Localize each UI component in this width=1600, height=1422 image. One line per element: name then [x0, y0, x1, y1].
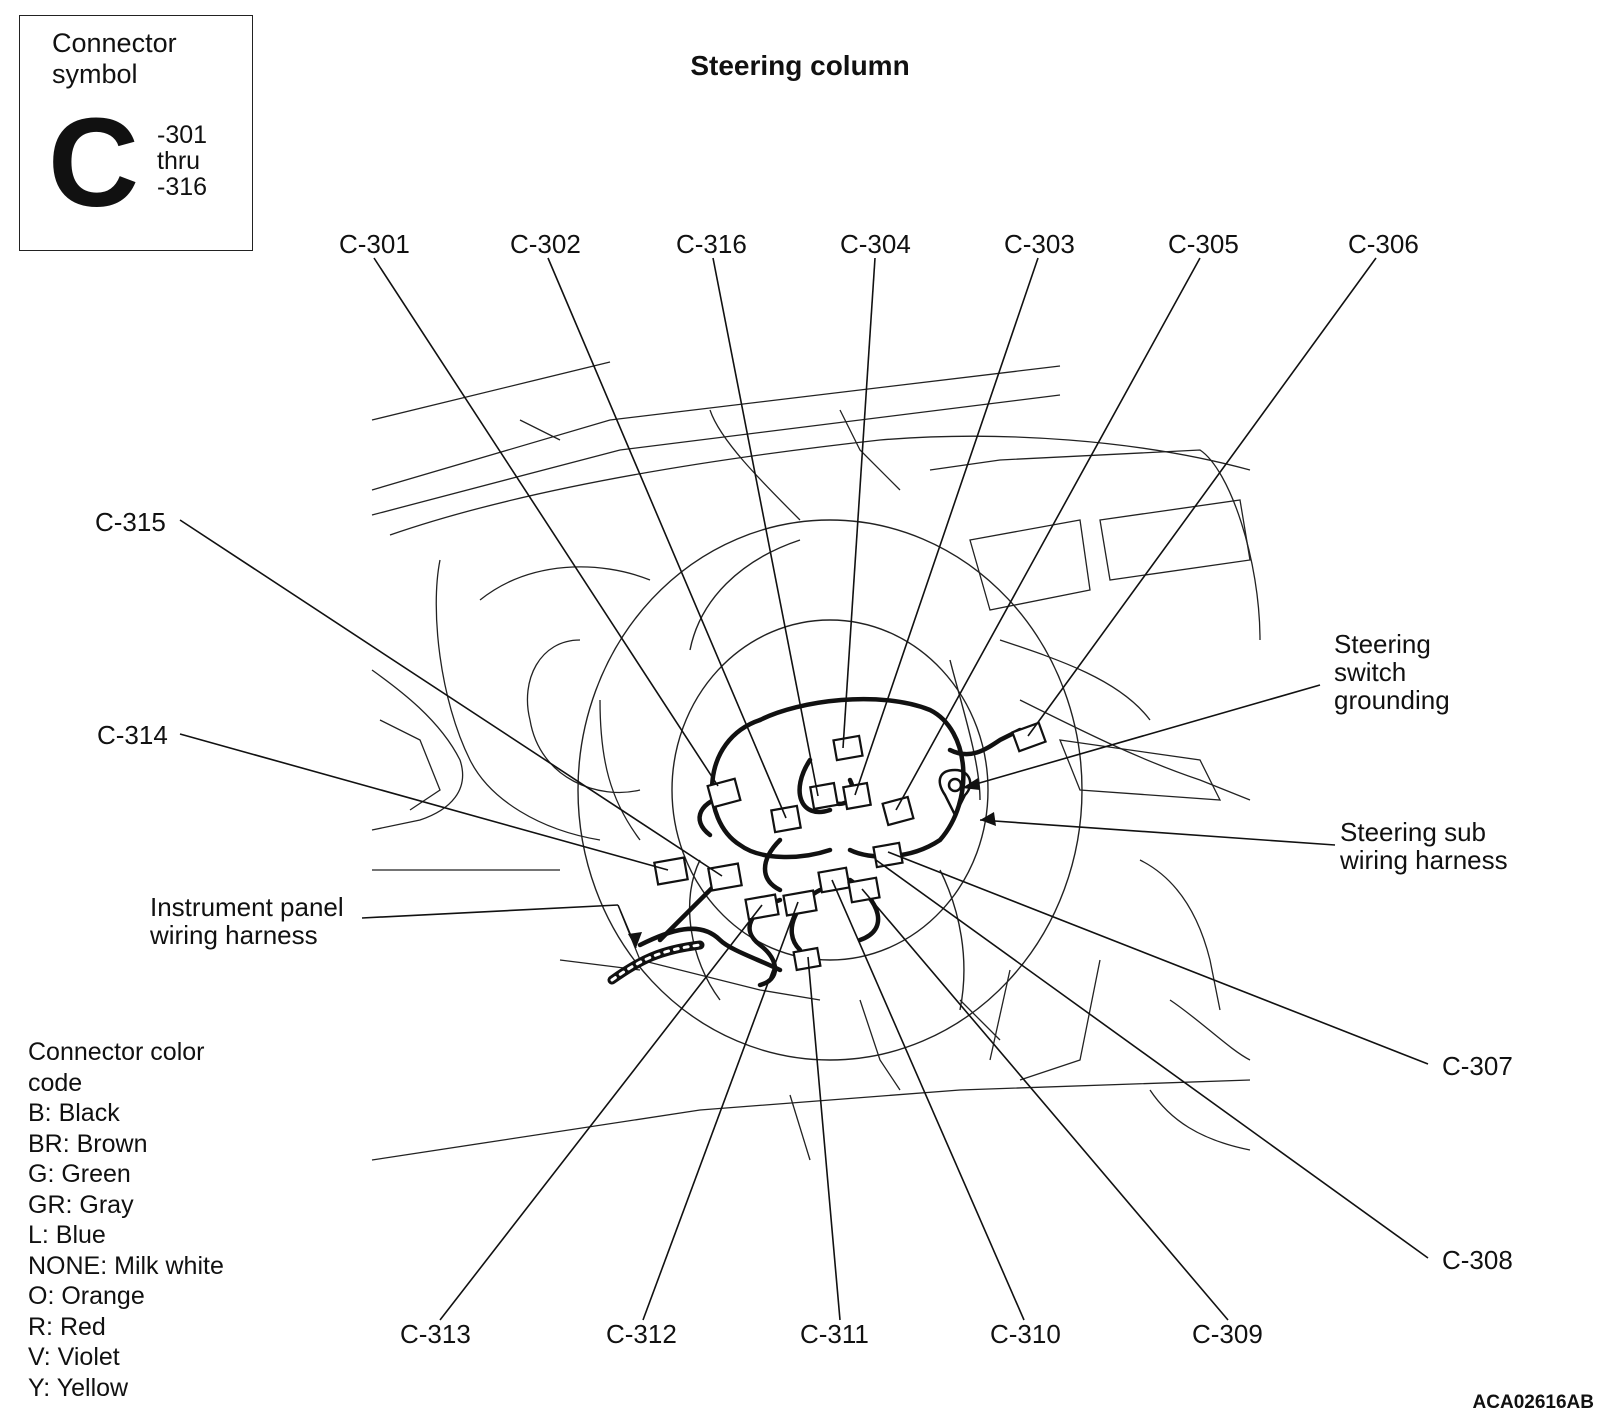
label-c314: C-314: [97, 720, 168, 750]
connector-symbol-letter: C: [48, 92, 139, 233]
label-c312: C-312: [606, 1319, 677, 1349]
legend-item: R: Red: [28, 1312, 106, 1341]
label-c301: C-301: [339, 229, 410, 259]
legend-item: G: Green: [28, 1160, 131, 1188]
leader-lines: [179, 257, 1429, 1321]
steering-wheel: [577, 519, 1083, 1061]
connector-range: -301 thru -316: [157, 122, 207, 200]
label-c316: C-316: [676, 229, 747, 259]
ip-harness-line-1: Instrument panel: [150, 892, 344, 922]
sub-harness-line-2: wiring harness: [1340, 845, 1508, 875]
label-c309: C-309: [1192, 1319, 1263, 1349]
label-c308: C-308: [1442, 1245, 1513, 1275]
label-c313: C-313: [400, 1319, 471, 1349]
label-c302: C-302: [510, 229, 581, 259]
range-from: -301: [157, 121, 208, 149]
grounding-line-1: Steering: [1334, 629, 1431, 659]
callout-instrument-panel-harness: Instrument panel wiring harness: [150, 893, 344, 949]
label-c306: C-306: [1348, 229, 1419, 259]
grounding-line-2: switch: [1334, 657, 1407, 687]
legend-item: O: Orange: [28, 1282, 145, 1310]
grounding-terminal: [938, 768, 972, 818]
legend-item: BR: Brown: [28, 1129, 148, 1158]
legend-item: Y: Yellow: [28, 1373, 129, 1402]
connector-symbol-box: Connector symbol C -301 thru -316: [19, 15, 253, 251]
legend-item: GR: Gray: [28, 1190, 134, 1219]
callout-steering-switch-grounding: Steering switch grounding: [1334, 630, 1450, 714]
sub-harness-line-1: Steering sub: [1340, 817, 1486, 847]
connector-color-legend: Connector color code B: Black BR: Brown …: [28, 1037, 224, 1403]
legend-heading-2: code: [28, 1068, 83, 1097]
connector-symbol-caption: Connector symbol: [52, 28, 177, 90]
connector-blocks: [653, 721, 1047, 972]
legend-item: B: Black: [28, 1099, 120, 1127]
figure-id: ACA02616AB: [1472, 1392, 1594, 1413]
range-word: thru: [157, 147, 201, 175]
ip-harness: [607, 940, 705, 985]
caption-line-1: Connector: [52, 28, 177, 58]
label-c311: C-311: [800, 1319, 869, 1349]
diagram-title: Steering column: [690, 50, 910, 81]
ip-harness-line-2: wiring harness: [150, 920, 318, 950]
legend-item: NONE: Milk white: [28, 1251, 224, 1280]
label-c307: C-307: [1442, 1051, 1513, 1081]
legend-item: V: Violet: [28, 1343, 120, 1371]
dashboard-outline: [371, 361, 1261, 1161]
legend-heading-1: Connector color: [28, 1038, 205, 1066]
grounding-line-3: grounding: [1334, 685, 1450, 715]
label-c315: C-315: [95, 507, 166, 537]
label-c305: C-305: [1168, 229, 1239, 259]
label-c303: C-303: [1004, 229, 1075, 259]
callout-steering-sub-harness: Steering sub wiring harness: [1340, 818, 1508, 874]
range-to: -316: [157, 173, 208, 201]
label-c304: C-304: [840, 229, 911, 259]
callout-arrowheads: [628, 778, 996, 948]
caption-line-2: symbol: [52, 59, 138, 89]
legend-item: L: Blue: [28, 1221, 106, 1249]
label-c310: C-310: [990, 1319, 1061, 1349]
